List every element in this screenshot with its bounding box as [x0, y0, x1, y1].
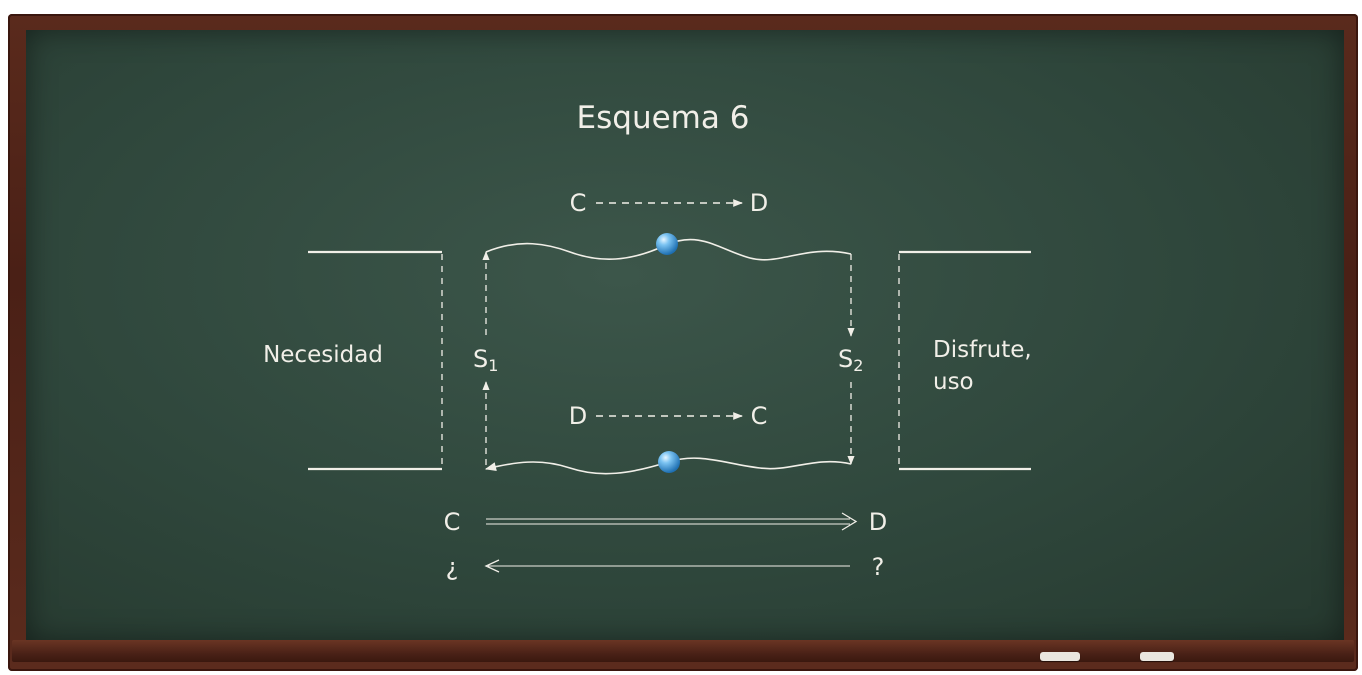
s1-subscript: 1 — [488, 356, 498, 375]
necesidad-label: Necesidad — [263, 342, 383, 368]
chalk-tray — [12, 640, 1354, 662]
disfrute-box — [898, 250, 1031, 471]
disfrute-label: Disfrute, — [933, 337, 1032, 363]
backward-arrow — [484, 559, 850, 573]
chalk-piece — [1040, 652, 1080, 661]
forward-arrow — [486, 512, 858, 531]
uso-label: uso — [933, 369, 974, 395]
s2-letter: S — [838, 345, 853, 373]
backward-arrow-from: ¿ — [446, 553, 459, 581]
s2-subscript: 2 — [853, 356, 863, 375]
bottom-flow-to: C — [751, 402, 768, 430]
backward-arrow-to: ? — [872, 553, 885, 581]
s2-label: S2 — [838, 345, 863, 375]
s1-letter: S — [473, 345, 488, 373]
chalkboard — [26, 30, 1344, 642]
necesidad-box — [308, 250, 443, 471]
top-ball — [656, 233, 678, 255]
bottom-flow-from: D — [569, 402, 587, 430]
bottom-ball — [658, 451, 680, 473]
diagram-title: Esquema 6 — [577, 100, 750, 136]
s1-label: S1 — [473, 345, 498, 375]
top-flow-from: C — [570, 189, 587, 217]
forward-arrow-from: C — [444, 508, 461, 536]
chalk-piece — [1140, 652, 1174, 661]
top-flow-to: D — [750, 189, 768, 217]
forward-arrow-to: D — [869, 508, 887, 536]
